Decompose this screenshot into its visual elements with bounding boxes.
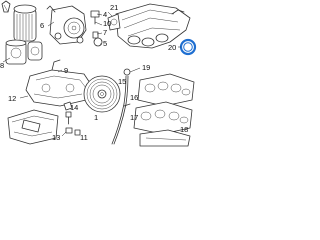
callout-18: 18 xyxy=(180,125,188,134)
drain-plug-and-bolts xyxy=(63,101,81,136)
callout-12: 12 xyxy=(8,94,16,103)
callout-20: 20 xyxy=(168,43,176,52)
callout-11: 11 xyxy=(80,133,88,142)
callout-16: 16 xyxy=(130,93,138,102)
callout-5: 5 xyxy=(103,39,107,48)
thermostat-housing xyxy=(46,5,87,45)
upper-oil-pan xyxy=(25,59,93,107)
callout-7: 7 xyxy=(103,28,107,37)
oil-filter-housing xyxy=(5,39,43,65)
oil-pressure-sensor xyxy=(90,10,103,47)
callout-4: 4 xyxy=(103,10,107,19)
callout-13: 13 xyxy=(52,133,60,142)
callout-15: 15 xyxy=(118,77,126,86)
parts-diagram: 6 4 10 7 5 8 9 21 20 19 12 1 15 16 17 18… xyxy=(0,0,200,147)
oil-dipstick xyxy=(111,68,131,145)
callout-8: 8 xyxy=(0,61,4,70)
exploded-view-drawing: 6 4 10 7 5 8 9 21 20 19 12 1 15 16 17 18… xyxy=(0,0,197,147)
callout-19: 19 xyxy=(142,63,150,72)
callout-17: 17 xyxy=(130,113,138,122)
intake-manifold xyxy=(107,3,191,49)
callout-10: 10 xyxy=(103,19,111,28)
leader-lines xyxy=(2,11,181,137)
callout-1: 1 xyxy=(94,113,98,122)
crankshaft-pulley xyxy=(83,75,121,113)
callout-9: 9 xyxy=(64,66,68,75)
callout-labels: 6 4 10 7 5 8 9 21 20 19 12 1 15 16 17 18… xyxy=(0,3,188,142)
callout-21: 21 xyxy=(110,3,118,12)
callout-6: 6 xyxy=(40,21,44,30)
throttle-body-gasket-highlighted xyxy=(179,38,197,56)
manifold-gasket-set xyxy=(133,73,195,147)
oil-filter-element xyxy=(1,0,37,42)
callout-14: 14 xyxy=(70,103,78,112)
lower-oil-pan xyxy=(7,109,59,145)
